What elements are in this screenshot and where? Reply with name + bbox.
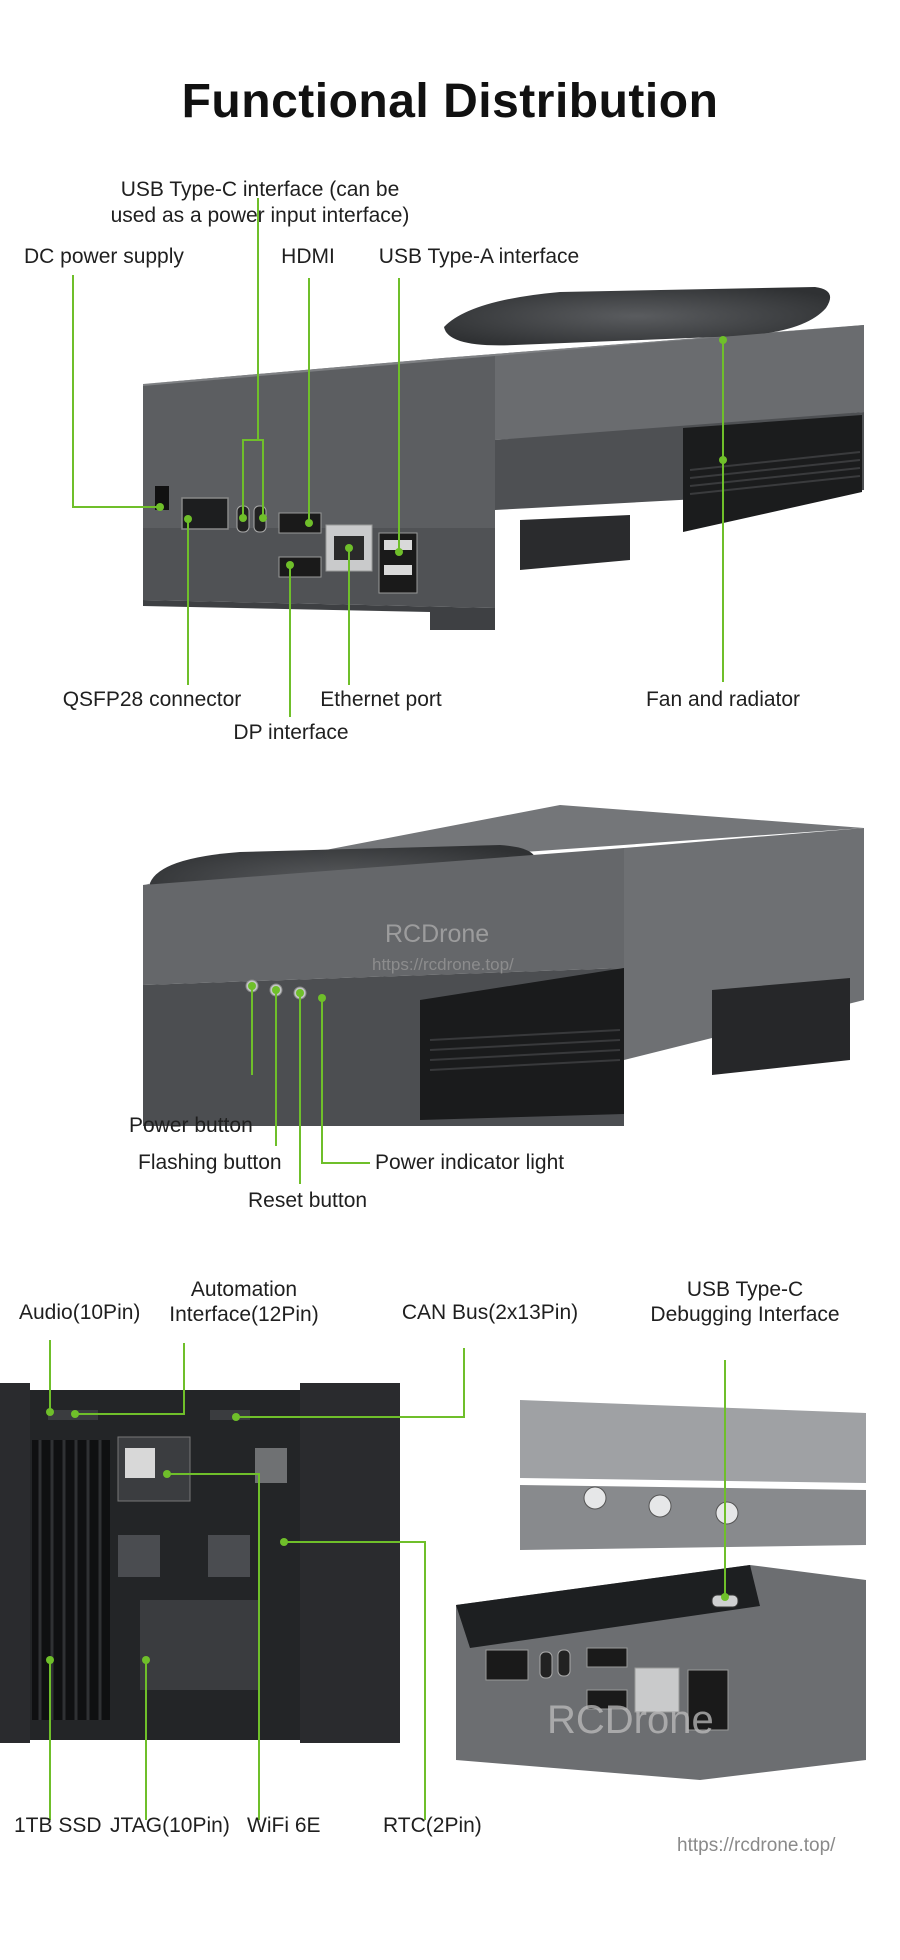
label-wifi: WiFi 6E <box>247 1814 321 1837</box>
label-qsfp28: QSFP28 connector <box>62 688 242 711</box>
rear-vent <box>420 968 624 1120</box>
label-usb-c-power-line2: used as a power input interface) <box>110 204 410 227</box>
watermark-url-2: https://rcdrone.top/ <box>677 1835 836 1856</box>
watermark-brand: RCDrone <box>385 920 490 948</box>
module-chip-1 <box>118 1535 160 1577</box>
io-pcb-strip <box>456 1565 760 1648</box>
label-rtc: RTC(2Pin) <box>383 1814 482 1837</box>
label-power-indicator: Power indicator light <box>375 1151 565 1174</box>
hdmi-port <box>278 512 322 534</box>
side-vent <box>683 415 862 532</box>
label-usb-c-power-line1: USB Type-C interface (can be <box>120 178 400 201</box>
label-jtag: JTAG(10Pin) <box>110 1814 230 1837</box>
page: Functional Distribution <box>0 75 866 1856</box>
label-reset-button: Reset button <box>248 1189 368 1212</box>
label-ssd: 1TB SSD <box>14 1814 102 1837</box>
dp-port <box>278 556 322 578</box>
page-title: Functional Distribution <box>181 75 719 128</box>
label-automation-line1: Automation <box>190 1278 298 1301</box>
rear-device-illustration <box>143 805 864 1184</box>
watermark-url: https://rcdrone.top/ <box>372 955 514 974</box>
case-frame-right <box>300 1383 400 1743</box>
label-usb-c-debug-line1: USB Type-C <box>686 1278 804 1301</box>
watermark-brand-2: RCDrone <box>547 1698 714 1742</box>
fan-vent <box>444 287 831 346</box>
label-hdmi: HDMI <box>281 245 335 268</box>
label-ethernet: Ethernet port <box>320 688 442 711</box>
leader-lines <box>72 198 724 717</box>
case-frame-left <box>0 1383 30 1743</box>
device-side-face <box>495 325 864 440</box>
ssd-heatsink <box>32 1440 110 1720</box>
open-case-back <box>520 1400 866 1483</box>
front-device-illustration <box>72 198 864 717</box>
device-front-face-2 <box>143 848 624 985</box>
label-automation-line2: Interface(12Pin) <box>169 1303 319 1326</box>
device-front-face <box>143 356 495 528</box>
label-power-button: Power button <box>129 1114 253 1137</box>
board-illustration <box>0 1340 866 1820</box>
module-chip-2 <box>208 1535 250 1577</box>
qsfp28-port <box>181 497 229 530</box>
label-dc-power: DC power supply <box>24 245 184 268</box>
label-usb-c-debug-line2: Debugging Interface <box>650 1303 840 1326</box>
label-audio: Audio(10Pin) <box>19 1301 141 1324</box>
label-fan: Fan and radiator <box>645 688 801 711</box>
label-dp: DP interface <box>233 721 349 744</box>
label-can-bus: CAN Bus(2x13Pin) <box>401 1301 579 1324</box>
label-usb-a: USB Type-A interface <box>378 245 580 268</box>
label-flashing-button: Flashing button <box>138 1151 282 1174</box>
